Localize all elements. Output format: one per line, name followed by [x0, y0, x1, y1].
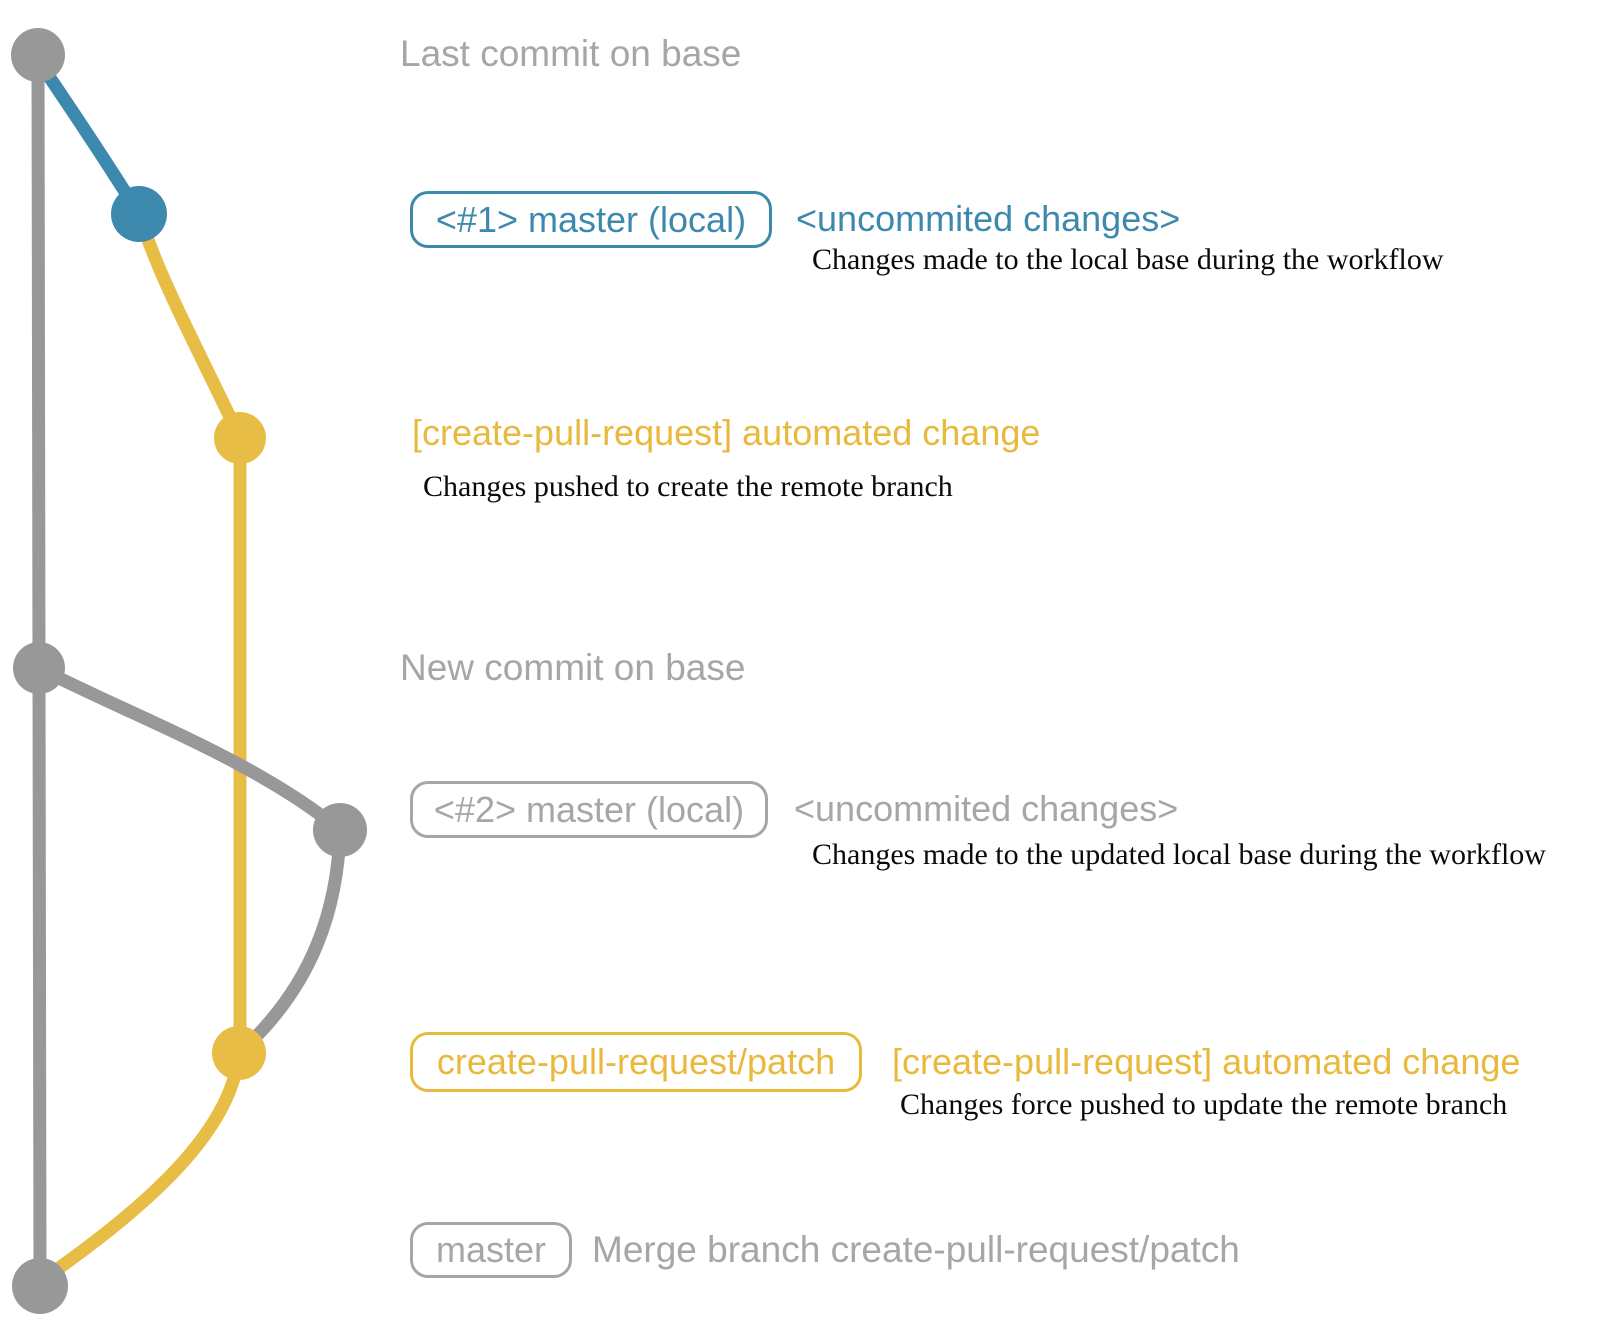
commit-dot-last-base	[11, 28, 65, 82]
commit-dot-patch-2	[212, 1026, 266, 1080]
commit-dot-merge	[12, 1258, 68, 1314]
uncommitted-changes-note-1: <uncommited changes>	[796, 198, 1181, 239]
commit-dot-local-1	[111, 186, 167, 242]
rebase-branch-curve-out	[36, 662, 345, 836]
branch-badge-patch: create-pull-request/patch	[410, 1032, 862, 1092]
commit-dot-local-2	[313, 803, 367, 857]
annotation-local-base-changes: Changes made to the local base during th…	[812, 243, 1444, 276]
caption-new-commit-on-base: New commit on base	[400, 647, 746, 688]
commit-dot-patch-1	[214, 412, 266, 464]
rebase-branch-curve-in	[234, 829, 347, 1058]
patch-branch-curve-out	[132, 212, 246, 441]
branch-badge-master-local-2: <#2> master (local)	[410, 781, 768, 838]
commit-message-automated-change-2: [create-pull-request] automated change	[892, 1041, 1521, 1082]
commit-message-automated-change-1: [create-pull-request] automated change	[412, 412, 1041, 453]
commit-dot-new-base	[13, 642, 65, 694]
annotation-force-push-update-remote: Changes force pushed to update the remot…	[900, 1088, 1508, 1121]
annotation-updated-local-base-changes: Changes made to the updated local base d…	[812, 838, 1546, 871]
patch-merge-curve	[38, 1052, 246, 1286]
caption-merge-branch: Merge branch create-pull-request/patch	[592, 1229, 1240, 1270]
uncommitted-changes-note-2: <uncommited changes>	[794, 788, 1179, 829]
annotation-push-create-remote: Changes pushed to create the remote bran…	[423, 470, 953, 503]
caption-last-commit-on-base: Last commit on base	[400, 33, 742, 74]
branch-badge-master: master	[410, 1222, 572, 1278]
branch-badge-master-local-1: <#1> master (local)	[410, 191, 772, 248]
